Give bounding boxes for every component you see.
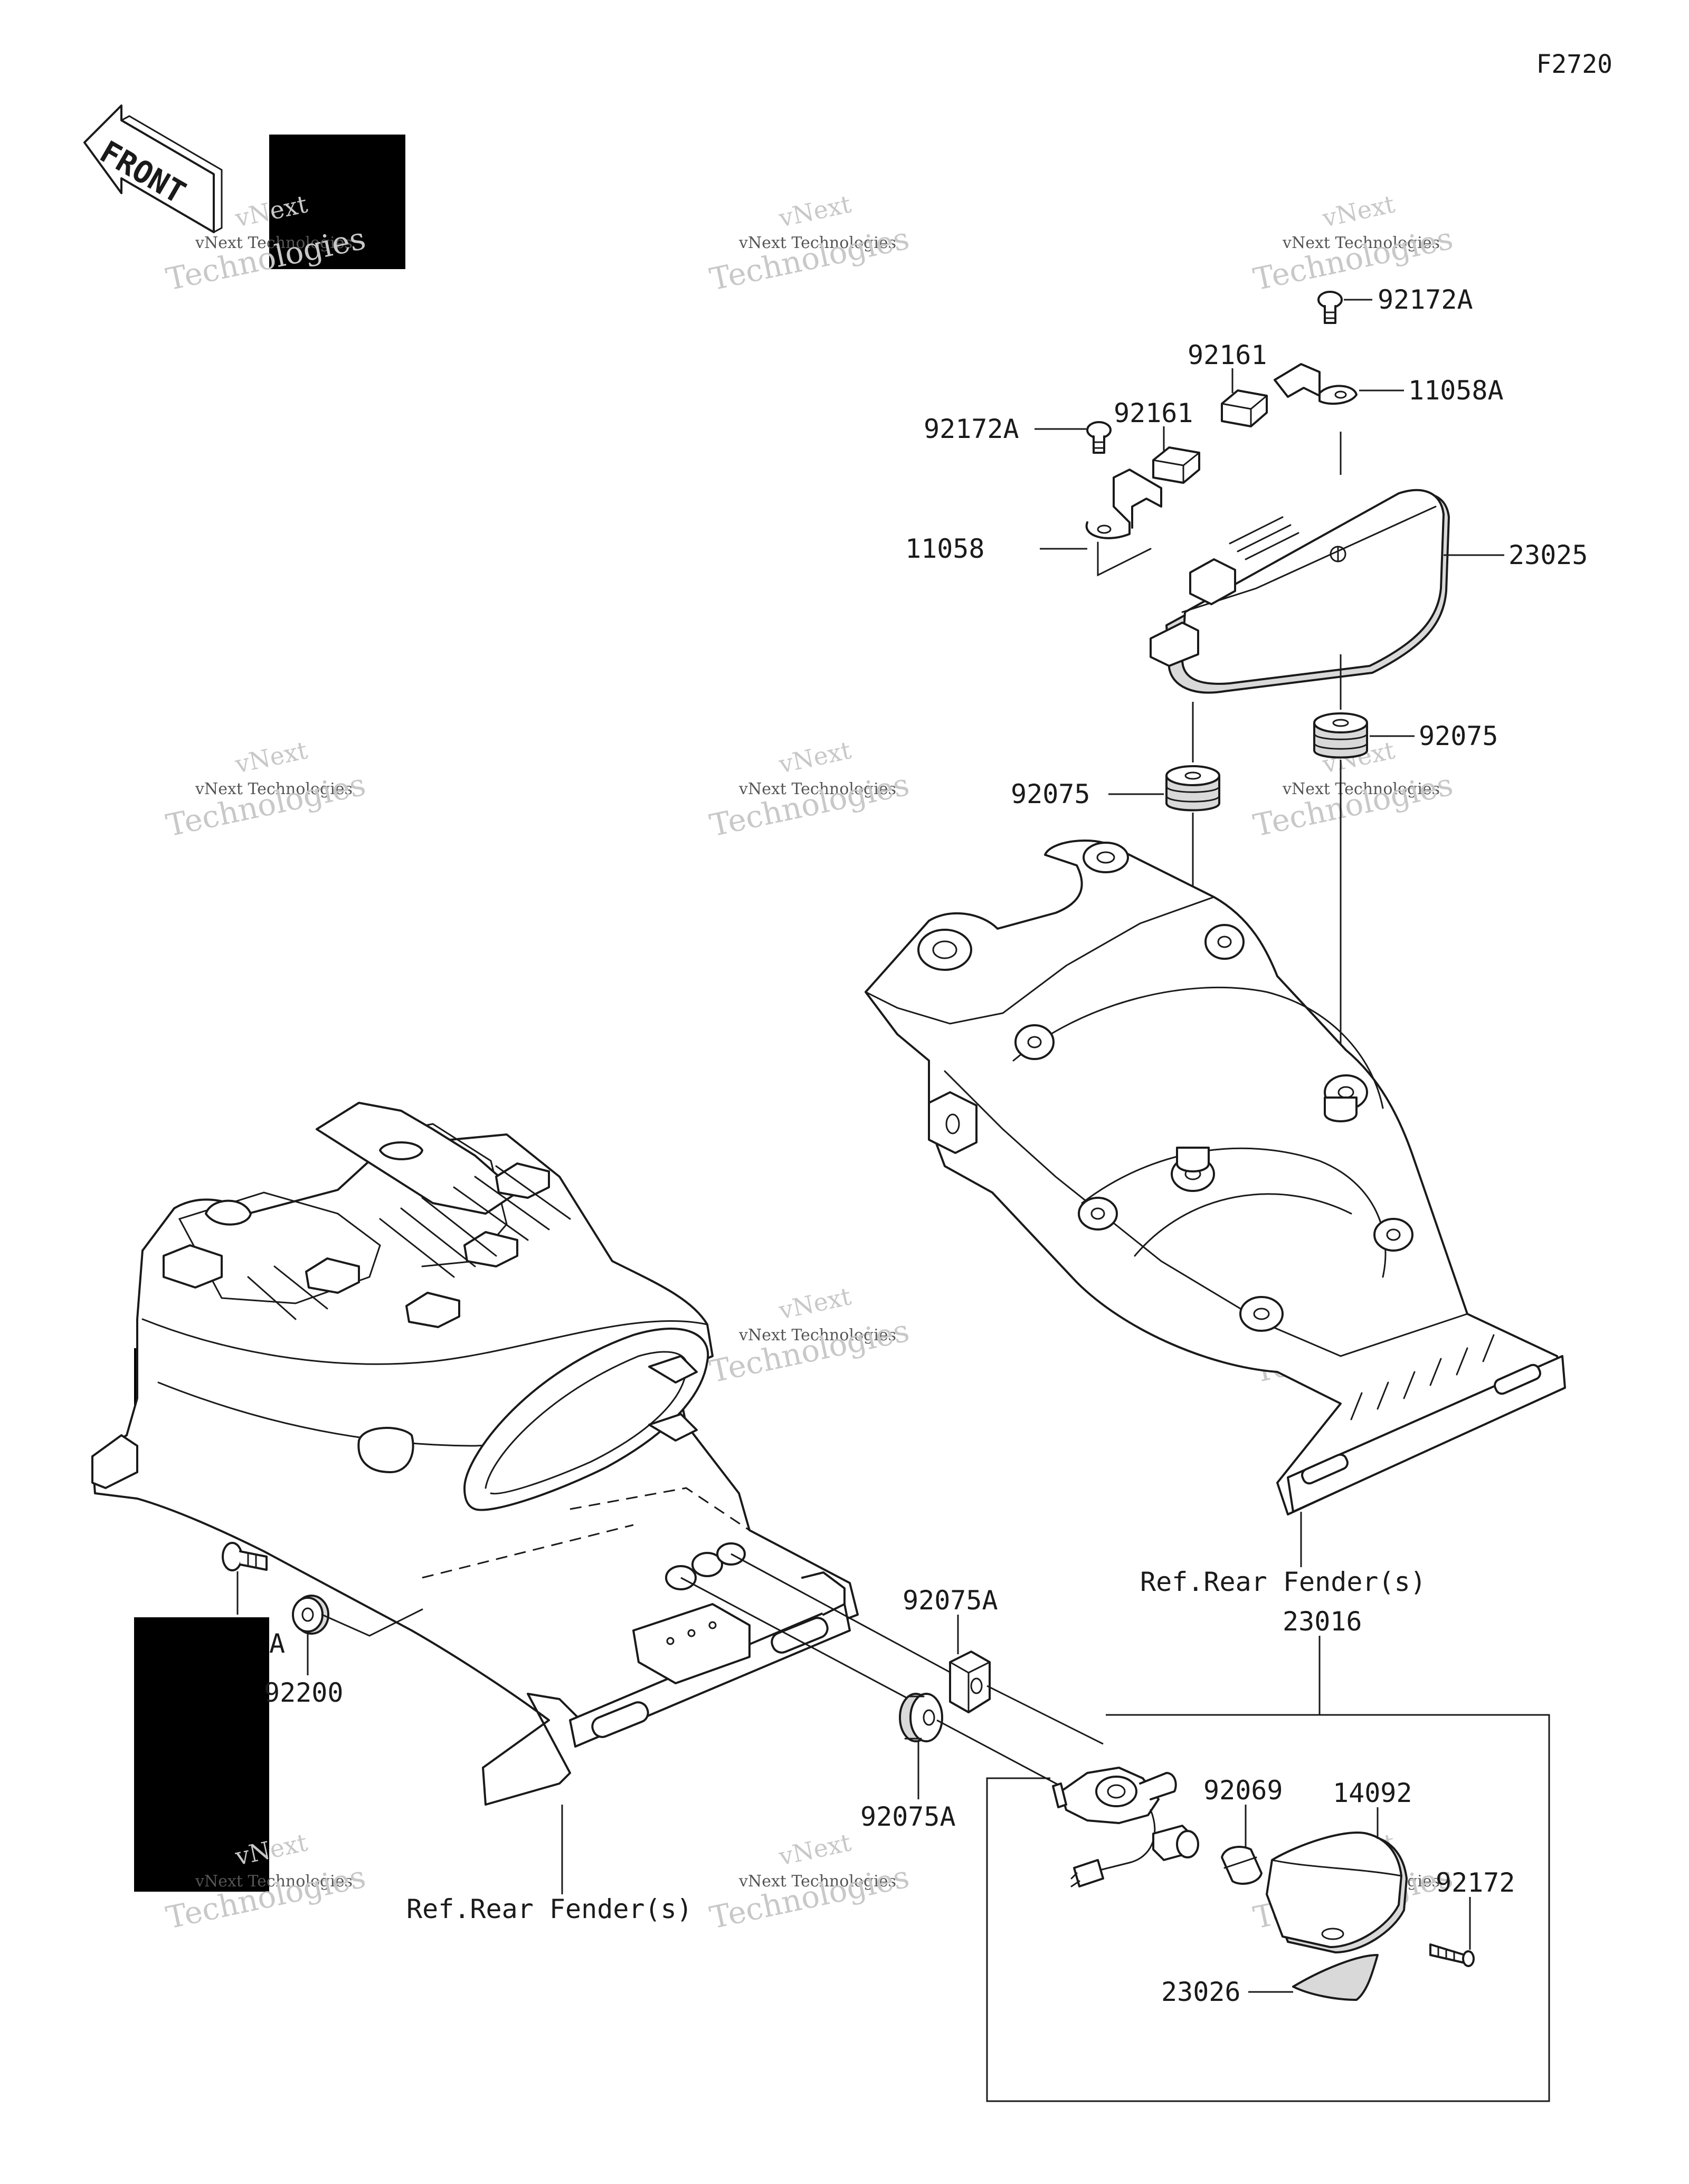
label-ref-rear-fender-left: Ref.Rear Fender(s): [406, 1894, 692, 1924]
front-arrow-icon: FRONT: [83, 104, 223, 233]
socket-assembly: [1052, 1767, 1199, 1887]
svg-text:vNext Technologies: vNext Technologies: [738, 1872, 896, 1891]
label-ref-rear-fender-right: Ref.Rear Fender(s): [1140, 1567, 1426, 1597]
screw-92172a-left: [1086, 421, 1112, 454]
clip-92161-right: [1221, 389, 1268, 427]
label-92075a-upper: 92075A: [903, 1585, 998, 1616]
svg-text:Technologies: Technologies: [163, 220, 369, 297]
label-11058a: 11058A: [1408, 375, 1504, 406]
svg-text:vNext Technologies: vNext Technologies: [195, 780, 353, 798]
svg-text:vNext Technologies: vNext Technologies: [738, 1326, 896, 1344]
redaction-block: [269, 135, 405, 269]
svg-text:Technologies: Technologies: [163, 766, 369, 843]
label-23026: 23026: [1161, 1977, 1241, 2007]
svg-text:vNext: vNext: [1320, 189, 1398, 233]
label-23016: 23016: [1283, 1606, 1362, 1637]
grommet-92075-right: [1313, 712, 1368, 759]
label-a: A: [269, 1628, 285, 1659]
watermark: vNext Technologies vNext Technologies: [1250, 189, 1456, 298]
bracket-11058: [1085, 469, 1162, 539]
svg-text:vNext Technologies: vNext Technologies: [1282, 780, 1440, 798]
label-23025: 23025: [1508, 540, 1588, 570]
label-11058: 11058: [905, 533, 985, 564]
svg-text:vNext Technologies: vNext Technologies: [738, 780, 896, 798]
label-92075a-lower: 92075A: [860, 1801, 956, 1832]
label-92161-right: 92161: [1188, 340, 1267, 370]
redaction-block: [134, 1617, 269, 1892]
svg-text:vNext Technologies: vNext Technologies: [738, 234, 896, 252]
grommet-92075a-lower: [899, 1693, 943, 1742]
svg-text:vNext: vNext: [776, 736, 854, 779]
rear-fender-left: [91, 1102, 859, 1806]
svg-text:Technologies: Technologies: [707, 220, 913, 297]
svg-text:vNext Technologies: vNext Technologies: [195, 234, 353, 252]
label-92172a-left: 92172A: [924, 414, 1019, 444]
label-92172: 92172: [1436, 1867, 1515, 1898]
watermark: vNext Technologies vNext Technologies: [163, 736, 369, 844]
label-92161-left: 92161: [1114, 398, 1193, 428]
clip-92161-left: [1152, 446, 1200, 484]
label-92069: 92069: [1203, 1775, 1283, 1806]
watermark: vNext Technologies vNext Technologies: [707, 1282, 913, 1390]
watermark: vNext Technologies vNext Technologies: [707, 736, 913, 844]
label-92172a-right: 92172A: [1378, 284, 1473, 315]
figure-code: F2720: [1536, 50, 1613, 79]
lens-14092: [1266, 1832, 1408, 1953]
svg-text:vNext Technologies: vNext Technologies: [195, 1872, 353, 1891]
screw-92172a-right: [1317, 291, 1343, 324]
bulb-92069: [1221, 1846, 1263, 1885]
label-92200: 92200: [264, 1677, 344, 1708]
grommet-92075a-upper: [949, 1651, 991, 1713]
svg-text:Technologies: Technologies: [707, 1858, 913, 1935]
svg-text:vNext Technologies: vNext Technologies: [1282, 234, 1440, 252]
svg-text:vNext: vNext: [232, 736, 310, 779]
svg-text:Technologies: Technologies: [707, 1312, 913, 1389]
rear-fender-right: [865, 839, 1566, 1515]
svg-text:Technologies: Technologies: [707, 766, 913, 843]
svg-text:Technologies: Technologies: [1250, 766, 1456, 843]
svg-text:vNext: vNext: [776, 189, 854, 233]
label-14092: 14092: [1333, 1778, 1412, 1808]
part-labels: 92172A 92161 11058A 92161 92172A 11058 2…: [264, 284, 1588, 2007]
tail-light-23025: [1150, 489, 1450, 694]
screw-92172: [1429, 1943, 1475, 1967]
svg-text:vNext: vNext: [776, 1828, 854, 1871]
grommet-92075-left: [1165, 765, 1220, 812]
svg-text:vNext: vNext: [776, 1282, 854, 1325]
watermark: vNext Technologies vNext Technologies: [707, 1828, 913, 1936]
bolt-a: [222, 1542, 268, 1571]
bracket-11058a: [1274, 363, 1358, 405]
reflector-23026: [1292, 1954, 1379, 2001]
label-92075-right: 92075: [1419, 721, 1498, 751]
watermark: vNext Technologies vNext Technologies: [707, 189, 913, 298]
label-92075-left: 92075: [1011, 779, 1090, 809]
washer-92200: [292, 1595, 329, 1635]
